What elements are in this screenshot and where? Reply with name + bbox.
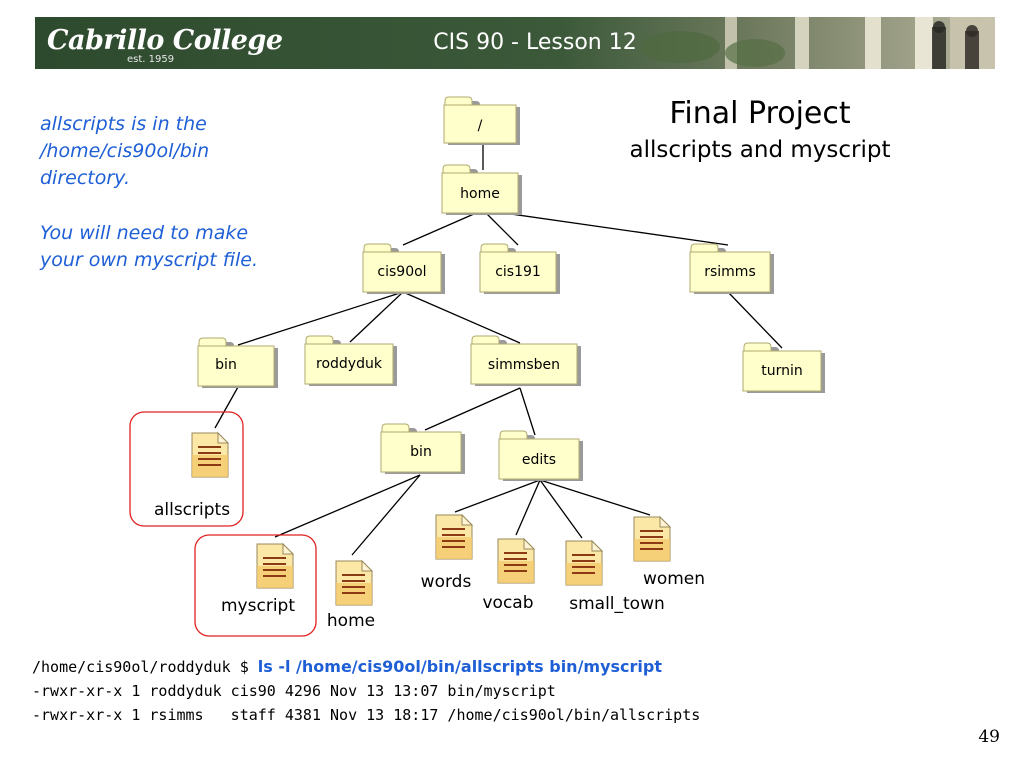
logo-est-text: est. 1959	[127, 54, 175, 65]
college-logo: Cabrillo College	[47, 25, 283, 56]
file-label-allscripts: allscripts	[154, 500, 230, 520]
folder-home[interactable]: home	[441, 164, 522, 215]
file-label-home: home	[327, 611, 375, 631]
folder-label-cis191: cis191	[495, 264, 541, 280]
note-make-myscript: You will need to make your own myscript …	[40, 222, 259, 271]
folder-label-root: /	[478, 118, 483, 134]
shell-prompt: /home/cis90ol/roddyduk $	[32, 658, 258, 676]
directory-tree-diagram: / home cis90ol cis191 rsimms bin	[129, 96, 825, 637]
page-number: 49	[978, 727, 1000, 747]
ls-output-line-1: -rwxr-xr-x 1 roddyduk cis90 4296 Nov 13 …	[32, 682, 556, 700]
file-allscripts[interactable]: allscripts	[154, 432, 230, 520]
folder-label-rsimms: rsimms	[704, 264, 756, 280]
note-allscripts-location: allscripts is in the /home/cis90ol/bin d…	[40, 113, 210, 189]
file-vocab[interactable]: vocab	[482, 538, 535, 613]
header-banner: Cabrillo College est. 1959 CIS 90 - Less…	[35, 17, 995, 69]
folder-label-simmsben: simmsben	[488, 357, 560, 373]
myscript-highlight	[194, 534, 317, 637]
file-myscript[interactable]: myscript	[221, 543, 295, 616]
allscripts-highlight	[129, 411, 244, 527]
folder-root[interactable]: /	[443, 96, 520, 145]
ls-output-line-2: -rwxr-xr-x 1 rsimms staff 4381 Nov 13 18…	[32, 706, 701, 724]
shell-command: ls -l /home/cis90ol/bin/allscripts bin/m…	[257, 657, 662, 676]
slide-subtitle: allscripts and myscript	[629, 137, 891, 163]
slide-title: Final Project	[669, 96, 851, 131]
file-words[interactable]: words	[421, 514, 473, 592]
file-home[interactable]: home	[327, 560, 375, 631]
file-label-words: words	[421, 572, 472, 592]
tree-connectors	[214, 145, 783, 556]
folder-label-edits: edits	[522, 452, 556, 468]
folder-cis191[interactable]: cis191	[479, 243, 560, 294]
file-label-women: women	[643, 569, 705, 589]
terminal-output: /home/cis90ol/roddyduk $ ls -l /home/cis…	[32, 655, 700, 727]
file-women[interactable]: women	[633, 516, 705, 589]
file-label-vocab: vocab	[482, 593, 533, 613]
folder-label-turnin: turnin	[761, 363, 803, 379]
folder-label-roddyduk: roddyduk	[316, 356, 383, 372]
folder-label-bin-roddyduk: bin	[410, 444, 432, 460]
folder-cis90ol[interactable]: cis90ol	[362, 243, 445, 294]
file-small-town[interactable]: small_town	[565, 540, 665, 614]
folder-label-cis90ol: cis90ol	[377, 264, 426, 280]
file-label-myscript: myscript	[221, 596, 295, 616]
folder-edits[interactable]: edits	[498, 430, 583, 481]
folder-bin-roddyduk[interactable]: bin	[380, 423, 465, 474]
folder-rsimms[interactable]: rsimms	[689, 243, 774, 294]
folder-label-bin-cis90ol: bin	[215, 357, 237, 373]
folder-label-home: home	[460, 186, 500, 202]
lesson-title: CIS 90 - Lesson 12	[433, 30, 637, 55]
folder-bin-cis90ol[interactable]: bin	[197, 337, 278, 388]
banner-photo	[35, 17, 995, 69]
folder-turnin[interactable]: turnin	[742, 342, 825, 393]
file-label-small-town: small_town	[569, 594, 665, 614]
folder-roddyduk[interactable]: roddyduk	[304, 335, 397, 386]
folder-simmsben[interactable]: simmsben	[470, 335, 581, 386]
